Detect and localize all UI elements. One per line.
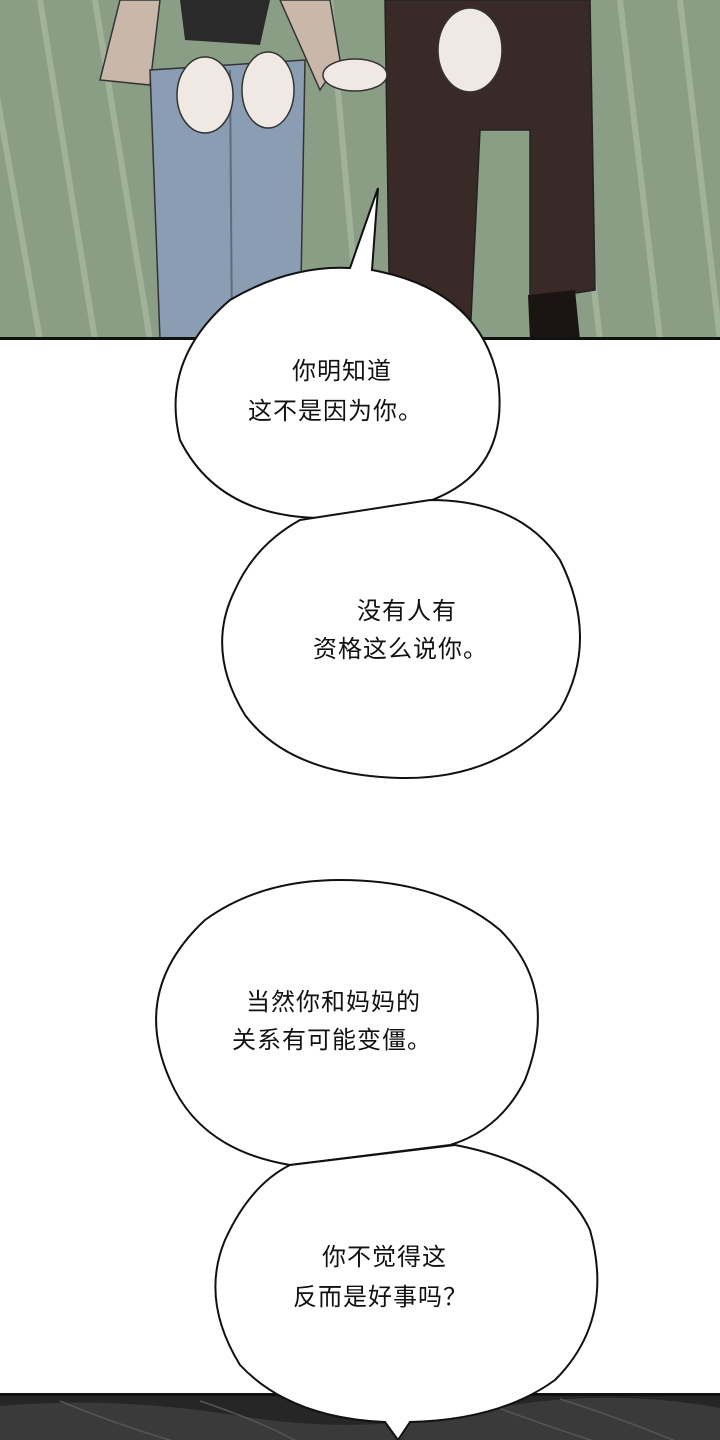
bubble-4-line-2: 反而是好事吗？ <box>293 1283 468 1311</box>
bubble-3-line-2: 关系有可能变僵。 <box>232 1026 432 1054</box>
bubble-2-line-1: 没有人有 <box>357 597 457 625</box>
bubble-4-line-1: 你不觉得这 <box>322 1243 447 1271</box>
bubble-1-line-1: 你明知道 <box>292 357 392 385</box>
bubble-2-line-2: 资格这么说你。 <box>313 635 488 663</box>
speech-bubble-1 <box>174 187 501 520</box>
speech-bubble-3 <box>155 878 539 1167</box>
speech-bubble-2 <box>221 498 581 780</box>
bubble-1-line-2: 这不是因为你。 <box>248 397 423 425</box>
bubble-3-line-1: 当然你和妈妈的 <box>246 988 421 1016</box>
speech-bubble-4 <box>214 1143 599 1440</box>
